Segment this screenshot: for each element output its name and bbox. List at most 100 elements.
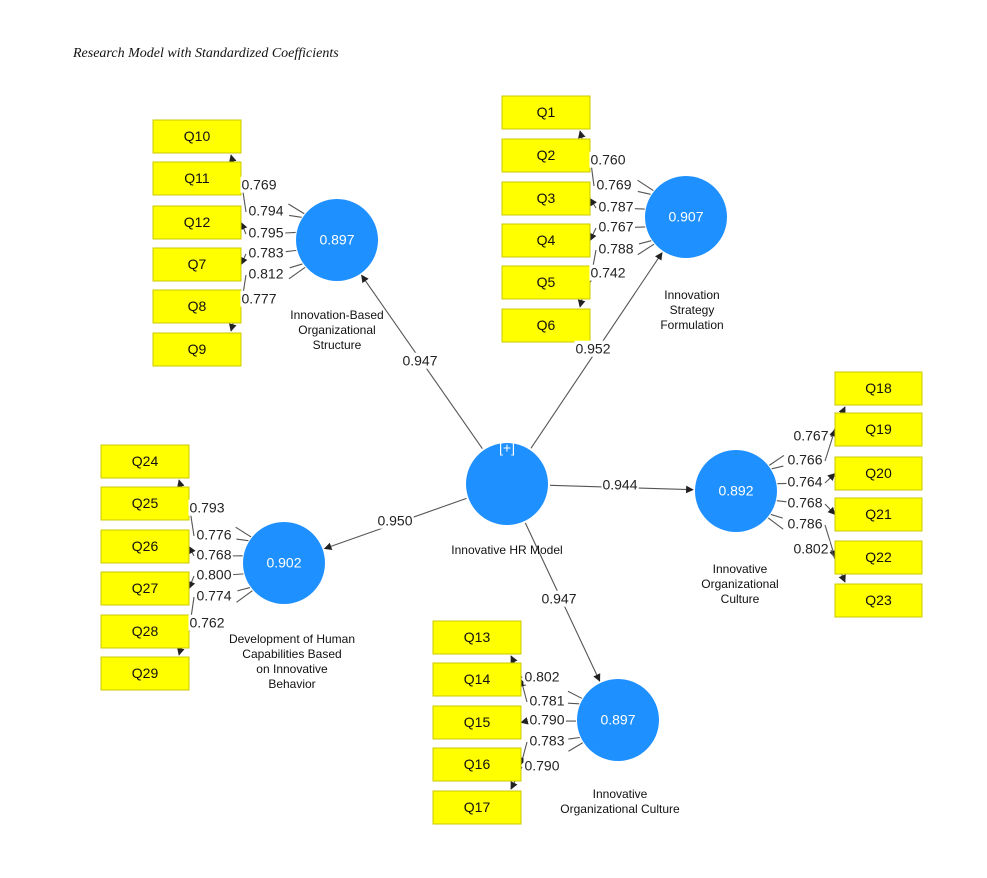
indicator-label-q9: Q9 bbox=[188, 341, 207, 357]
indicator-box-q22 bbox=[834, 540, 923, 575]
indicator-label-q20: Q20 bbox=[865, 465, 892, 481]
label-backing bbox=[247, 202, 285, 219]
label-backing bbox=[595, 176, 633, 193]
loading-value-q9: 0.777 bbox=[241, 291, 276, 307]
loading-line-q11 bbox=[289, 214, 302, 218]
construct-label-culture-right: Organizational bbox=[701, 577, 778, 591]
construct-label-strategy: Innovation bbox=[664, 288, 719, 302]
loading-arrow-q26 bbox=[188, 545, 196, 557]
indicator-label-q6: Q6 bbox=[537, 317, 556, 333]
loading-line-q9 bbox=[288, 266, 306, 280]
construct-circle-capabilities bbox=[243, 522, 325, 604]
construct-label-structure: Organizational bbox=[298, 323, 375, 337]
loading-line-q22 bbox=[770, 513, 783, 519]
indicator-label-q24: Q24 bbox=[132, 453, 159, 469]
label-backing bbox=[786, 494, 824, 511]
indicator-box-q28 bbox=[100, 614, 190, 649]
indicator-label-q23: Q23 bbox=[865, 592, 892, 608]
indicator-box-q10 bbox=[152, 119, 242, 154]
indicator-box-q6 bbox=[501, 308, 591, 343]
loading-line-q7 bbox=[285, 249, 297, 253]
loading-line-q29 bbox=[236, 590, 253, 603]
indicator-label-q26: Q26 bbox=[132, 538, 159, 554]
construct-circle-structure bbox=[296, 199, 378, 281]
construct-label-culture-right: Innovative bbox=[713, 562, 768, 576]
loading-line-q21 bbox=[776, 500, 787, 503]
indicator-box-q7 bbox=[152, 247, 242, 282]
label-backing bbox=[786, 515, 824, 532]
construct-label-capabilities: Capabilities Based bbox=[242, 647, 341, 661]
loading-arrow-q27 bbox=[187, 575, 196, 590]
loading-line-q24 bbox=[235, 526, 252, 538]
path-coefficient-capabilities: 0.950 bbox=[377, 513, 412, 529]
construct-label-culture-bottom: Innovative bbox=[593, 787, 648, 801]
label-backing bbox=[574, 340, 612, 357]
indicator-label-q14: Q14 bbox=[464, 671, 491, 687]
label-backing bbox=[523, 668, 561, 685]
loading-arrow-q19 bbox=[824, 428, 837, 462]
loading-arrow-q7 bbox=[240, 253, 248, 266]
loading-line-q1 bbox=[637, 179, 654, 191]
label-backing bbox=[597, 218, 635, 235]
construct-circle-strategy bbox=[645, 176, 727, 258]
indicator-label-q4: Q4 bbox=[537, 232, 556, 248]
path-coefficient-culture-bottom: 0.947 bbox=[541, 591, 576, 607]
loading-value-q15: 0.790 bbox=[529, 712, 564, 728]
indicator-label-q16: Q16 bbox=[464, 756, 491, 772]
construct-label-culture-right: Culture bbox=[721, 592, 760, 606]
loading-line-q16 bbox=[568, 736, 580, 740]
indicator-label-q22: Q22 bbox=[865, 549, 892, 565]
loading-arrow-q16 bbox=[519, 741, 528, 766]
loading-line-q17 bbox=[568, 742, 583, 752]
indicator-label-q29: Q29 bbox=[132, 665, 159, 681]
loading-line-q10 bbox=[288, 203, 305, 215]
loading-value-q13: 0.802 bbox=[524, 669, 559, 685]
loading-value-q11: 0.794 bbox=[248, 203, 283, 219]
label-backing bbox=[528, 711, 566, 728]
indicator-label-q19: Q19 bbox=[865, 421, 892, 437]
indicator-box-q13 bbox=[432, 620, 522, 655]
loading-line-q13 bbox=[567, 690, 583, 699]
label-backing bbox=[597, 240, 635, 257]
path-coefficient-culture-right: 0.944 bbox=[602, 477, 637, 493]
label-backing bbox=[523, 757, 561, 774]
loading-value-q6: 0.742 bbox=[590, 265, 625, 281]
indicator-label-q25: Q25 bbox=[132, 495, 159, 511]
label-backing bbox=[589, 264, 627, 281]
label-backing bbox=[786, 473, 824, 490]
construct-label-structure: Innovation-Based bbox=[290, 308, 383, 322]
indicator-box-q15 bbox=[432, 705, 522, 740]
loading-value-q18: 0.767 bbox=[793, 428, 828, 444]
loading-value-q4: 0.767 bbox=[598, 219, 633, 235]
indicator-box-q27 bbox=[100, 571, 190, 606]
indicator-label-q8: Q8 bbox=[188, 298, 207, 314]
indicator-box-q16 bbox=[432, 747, 522, 782]
indicator-box-q9 bbox=[152, 332, 242, 367]
loading-line-q25 bbox=[236, 538, 249, 542]
indicator-box-q23 bbox=[834, 583, 923, 618]
loading-arrow-q22 bbox=[824, 524, 837, 559]
construct-circle-culture-bottom bbox=[577, 679, 659, 761]
loading-value-q5: 0.788 bbox=[598, 241, 633, 257]
construct-label-capabilities: on Innovative bbox=[256, 662, 328, 676]
loading-value-q23: 0.802 bbox=[793, 541, 828, 557]
loading-value-q17: 0.790 bbox=[524, 758, 559, 774]
construct-value-strategy: 0.907 bbox=[668, 209, 703, 225]
loading-value-q16: 0.783 bbox=[529, 733, 564, 749]
label-backing bbox=[195, 587, 233, 604]
construct-label-strategy: Strategy bbox=[670, 303, 715, 317]
construct-value-structure: 0.897 bbox=[319, 232, 354, 248]
indicator-label-q28: Q28 bbox=[132, 623, 159, 639]
loading-line-q23 bbox=[767, 517, 784, 530]
loading-arrow-q15 bbox=[520, 717, 529, 725]
loading-arrow-q14 bbox=[519, 678, 528, 703]
loading-line-q8 bbox=[289, 263, 303, 269]
indicator-box-q3 bbox=[501, 181, 591, 216]
construct-circle-culture-right bbox=[695, 450, 777, 532]
indicator-box-q19 bbox=[834, 412, 923, 447]
indicator-box-q12 bbox=[152, 205, 242, 240]
path-coefficient-structure: 0.947 bbox=[402, 353, 437, 369]
loading-arrow-q3 bbox=[589, 197, 597, 209]
loading-arrow-q4 bbox=[589, 227, 597, 242]
construct-value-capabilities: 0.902 bbox=[266, 555, 301, 571]
